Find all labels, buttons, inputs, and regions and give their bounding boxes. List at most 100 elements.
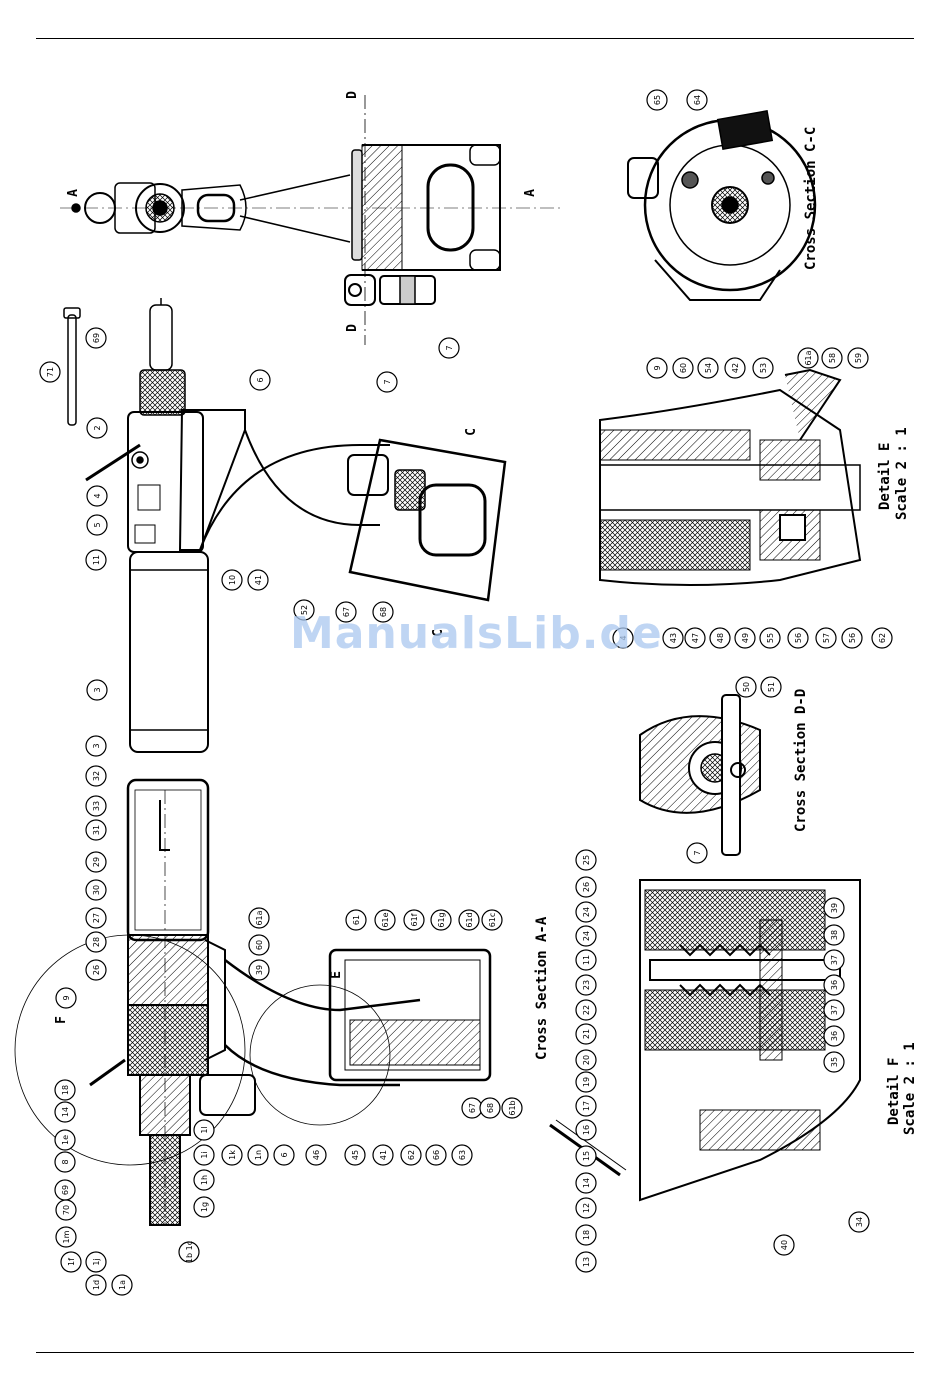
callout-side-view: 68 [372,601,394,623]
callout-circle [193,1144,215,1166]
view-title: Cross Section D-D [793,689,809,832]
callout-circle [735,676,757,698]
callout-label: 48 [716,633,725,643]
callout-label: 1k [228,1150,237,1160]
callout-circle [458,909,480,931]
callout-section-aa: 41 [372,1144,394,1166]
callout-circle [575,1145,597,1167]
callout-detail-f: 24 [575,925,597,947]
callout-label: 23 [582,980,591,990]
top-rule [36,38,914,39]
callout-circle [85,549,107,571]
callout-circle [575,1023,597,1045]
callout-circle [575,901,597,923]
callout-circle [575,1119,597,1141]
callout-circle [193,1169,215,1191]
callout-circle [305,1144,327,1166]
callout-label: 46 [312,1150,321,1160]
callout-detail-e: 43 [662,627,684,649]
callout-detail-e: 42 [724,357,746,379]
callout-section-aa: 31 [85,819,107,841]
callout-circle [54,1079,76,1101]
callout-label: 39 [830,903,839,913]
callout-label: 58 [828,353,837,363]
callout-circle [248,959,270,981]
callout-label: 9 [653,365,662,370]
callout-label: 19 [582,1077,591,1087]
callout-circle [344,1144,366,1166]
callout-section-dd: 51 [760,676,782,698]
callout-label: 18 [61,1085,70,1095]
callout-section-aa: 62 [400,1144,422,1166]
section-aa-drawing [14,778,492,1226]
callout-label: 1n [254,1150,263,1160]
callout-circle [438,337,460,359]
detail-e-drawing [599,368,862,586]
callout-label: 1m [62,1230,71,1243]
callout-section-aa: 26 [85,959,107,981]
callout-circle [575,876,597,898]
callout-detail-f: 11 [575,949,597,971]
callout-label: 12 [582,1203,591,1213]
callout-circle [85,795,107,817]
callout-circle [575,1095,597,1117]
callout-detail-e: 49 [734,627,756,649]
callout-section-dd: 7 [686,842,708,864]
callout-label: 61e [381,912,390,927]
callout-circle [55,1199,77,1221]
callout-circle [575,1172,597,1194]
callout-detail-f: 38 [823,924,845,946]
callout-circle [54,1101,76,1123]
callout-side-view: 3 [86,679,108,701]
callout-detail-e: 61a [797,347,819,369]
callout-section-aa: 8 [54,1151,76,1173]
callout-circle [249,369,271,391]
callout-label: 13 [582,1257,591,1267]
callout-circle [646,357,668,379]
callout-section-aa: 1f [60,1251,82,1273]
callout-circle [575,1071,597,1093]
callout-label: 68 [486,1103,495,1113]
callout-label: 36 [830,980,839,990]
callout-section-aa: 1d [85,1274,107,1296]
callout-circle [709,627,731,649]
callout-section-dd: 50 [735,676,757,698]
callout-side-view: 69 [85,327,107,349]
view-title: Scale 2 : 1 [894,427,910,520]
callout-section-aa: 66 [425,1144,447,1166]
callout-side-view: 71 [39,361,61,383]
callout-label: 1b 1c [185,1241,194,1263]
callout-section-aa: 61f [403,909,425,931]
callout-label: 7 [445,345,454,350]
callout-label: 14 [61,1107,70,1117]
callout-label: 63 [458,1150,467,1160]
section-marker-e: E [329,971,344,979]
callout-circle [247,569,269,591]
callout-circle [724,357,746,379]
callout-circle [848,1211,870,1233]
callout-detail-f: 15 [575,1145,597,1167]
callout-circle [193,1119,215,1141]
callout-section-aa: 29 [85,851,107,873]
callout-label: 39 [255,965,264,975]
callout-circle [752,357,774,379]
callout-label: 42 [731,363,740,373]
callout-label: 56 [794,633,803,643]
callout-circle [823,924,845,946]
callout-circle [760,676,782,698]
callout-circle [85,735,107,757]
callout-label: 6 [280,1152,289,1157]
callout-label: 22 [582,1005,591,1015]
callout-section-aa: 61e [374,909,396,931]
callout-label: 62 [878,633,887,643]
callout-circle [248,934,270,956]
callout-section-aa: 1k [221,1144,243,1166]
callout-circle [372,1144,394,1166]
callout-circle [646,89,668,111]
bottom-rule [36,1352,914,1353]
side-view-drawing [63,298,507,753]
callout-detail-f: 21 [575,1023,597,1045]
callout-label: 11 [92,555,101,565]
callout-label: 51 [767,682,776,692]
